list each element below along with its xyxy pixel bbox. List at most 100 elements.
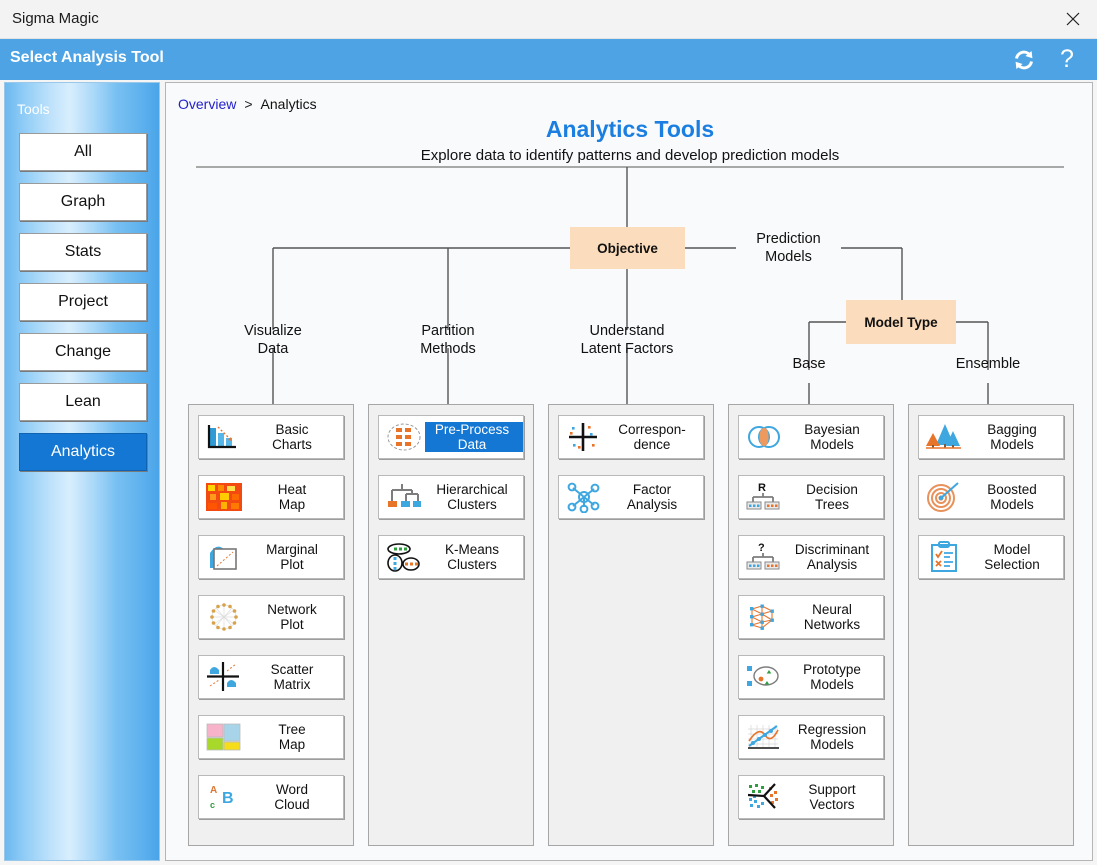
forest-icon bbox=[923, 419, 965, 455]
tool-card-bagging-models[interactable]: Bagging Models bbox=[918, 415, 1064, 459]
tool-card-model-selection[interactable]: Model Selection bbox=[918, 535, 1064, 579]
heat-map-icon bbox=[203, 479, 245, 515]
sidebar-item-analytics[interactable]: Analytics bbox=[19, 433, 147, 471]
branch-label-partition-methods: Partition Methods bbox=[420, 323, 476, 357]
branch-label-visualize-data: Visualize Data bbox=[244, 323, 302, 357]
tool-card-basic-charts[interactable]: Basic Charts bbox=[198, 415, 344, 459]
tool-card-marginal-plot[interactable]: Marginal Plot bbox=[198, 535, 344, 579]
tool-card-k-means-clusters[interactable]: K-Means Clusters bbox=[378, 535, 524, 579]
svg-text:R: R bbox=[758, 482, 766, 494]
tool-card-correspondence[interactable]: Correspon- dence bbox=[558, 415, 704, 459]
close-icon[interactable] bbox=[1049, 0, 1097, 38]
sidebar-item-label: Lean bbox=[65, 393, 101, 410]
tool-card-label: Bagging Models bbox=[987, 422, 1037, 452]
factor-graph-icon bbox=[563, 479, 605, 515]
group-panel-ensemble-models: Bagging Models Boosted Models bbox=[908, 404, 1074, 846]
tree-map-icon bbox=[203, 719, 245, 755]
branch-label-prediction-models: Prediction Models bbox=[756, 231, 821, 265]
regression-icon bbox=[743, 719, 785, 755]
tool-card-label: Model Selection bbox=[984, 542, 1040, 572]
tool-card-label: Network Plot bbox=[267, 602, 317, 632]
tool-card-label: Decision Trees bbox=[806, 482, 858, 512]
decision-tree-icon: R bbox=[743, 479, 785, 515]
group-panel-partition-methods: Pre-Process Data Hierarchical Clusters bbox=[368, 404, 534, 846]
sidebar-item-project[interactable]: Project bbox=[19, 283, 147, 321]
diagram-title: Analytics Tools bbox=[545, 116, 715, 142]
target-icon bbox=[923, 479, 965, 515]
tools-sidebar: Tools All Graph Stats Project Change Lea… bbox=[4, 82, 160, 861]
tool-card-pre-process-data[interactable]: Pre-Process Data bbox=[378, 415, 524, 459]
prototype-icon bbox=[743, 659, 785, 695]
svg-text:?: ? bbox=[758, 542, 765, 554]
tool-card-network-plot[interactable]: Network Plot bbox=[198, 595, 344, 639]
breadcrumb-separator: > bbox=[244, 96, 253, 112]
tool-card-regression-models[interactable]: Regression Models bbox=[738, 715, 884, 759]
diagram-subtitle: Explore data to identify patterns and de… bbox=[420, 147, 840, 164]
discriminant-icon: ? bbox=[743, 539, 785, 575]
tool-card-label: Neural Networks bbox=[803, 602, 861, 632]
app-header: Select Analysis Tool ? bbox=[0, 39, 1097, 80]
sidebar-item-stats[interactable]: Stats bbox=[19, 233, 147, 271]
tool-card-discriminant-analysis[interactable]: ? Discriminant Analysis bbox=[738, 535, 884, 579]
tool-card-label: Prototype Models bbox=[803, 662, 861, 692]
correspondence-icon bbox=[563, 419, 605, 455]
node-label: Objective bbox=[597, 240, 658, 256]
tool-card-label: Pre-Process Data bbox=[425, 422, 523, 452]
tool-card-label: Scatter Matrix bbox=[270, 662, 314, 692]
tool-card-label: Factor Analysis bbox=[626, 482, 678, 512]
sidebar-item-label: Stats bbox=[64, 243, 102, 260]
tool-card-factor-analysis[interactable]: Factor Analysis bbox=[558, 475, 704, 519]
branch-label-ensemble: Ensemble bbox=[955, 356, 1021, 372]
tool-card-scatter-matrix[interactable]: Scatter Matrix bbox=[198, 655, 344, 699]
tool-card-label: K-Means Clusters bbox=[444, 542, 500, 572]
breadcrumb-current: Analytics bbox=[260, 96, 317, 112]
network-plot-icon bbox=[203, 599, 245, 635]
tool-card-tree-map[interactable]: Tree Map bbox=[198, 715, 344, 759]
scatter-matrix-icon bbox=[203, 659, 245, 695]
dendrogram-icon bbox=[383, 479, 425, 515]
sidebar-item-label: Graph bbox=[60, 193, 106, 210]
tool-card-label: Hierarchical Clusters bbox=[436, 482, 508, 512]
marginal-plot-icon bbox=[203, 539, 245, 575]
tool-card-hierarchical-clusters[interactable]: Hierarchical Clusters bbox=[378, 475, 524, 519]
sidebar-item-all[interactable]: All bbox=[19, 133, 147, 171]
breadcrumb: Overview > Analytics bbox=[178, 96, 317, 112]
branch-label-understand-latent-factors: Understand Latent Factors bbox=[580, 323, 674, 357]
tool-card-label: Marginal Plot bbox=[266, 542, 318, 572]
tool-card-support-vectors[interactable]: Support Vectors bbox=[738, 775, 884, 819]
tool-card-decision-trees[interactable]: R Decision Trees bbox=[738, 475, 884, 519]
svg-text:c: c bbox=[210, 800, 215, 810]
group-panel-understand-latent-factors: Correspon- dence bbox=[548, 404, 714, 846]
neural-net-icon bbox=[743, 599, 785, 635]
sidebar-title: Tools bbox=[17, 101, 50, 117]
tool-card-label: Heat Map bbox=[277, 482, 307, 512]
tool-card-label: Bayesian Models bbox=[804, 422, 860, 452]
bar-chart-icon bbox=[203, 419, 245, 455]
refresh-icon[interactable] bbox=[1009, 47, 1039, 73]
sidebar-item-graph[interactable]: Graph bbox=[19, 183, 147, 221]
tool-card-neural-networks[interactable]: Neural Networks bbox=[738, 595, 884, 639]
page-title: Select Analysis Tool bbox=[10, 49, 164, 66]
tool-card-prototype-models[interactable]: Prototype Models bbox=[738, 655, 884, 699]
group-panel-base-models: Bayesian Models R Decision Tre bbox=[728, 404, 894, 846]
app-title: Sigma Magic bbox=[12, 10, 99, 27]
support-vector-icon bbox=[743, 779, 785, 815]
sidebar-item-label: Change bbox=[54, 343, 112, 360]
tool-card-bayesian-models[interactable]: Bayesian Models bbox=[738, 415, 884, 459]
tool-card-boosted-models[interactable]: Boosted Models bbox=[918, 475, 1064, 519]
word-cloud-icon: A B c bbox=[203, 779, 245, 815]
venn-icon bbox=[743, 419, 785, 455]
tool-card-word-cloud[interactable]: A B c Word Cloud bbox=[198, 775, 344, 819]
tool-card-label: Boosted Models bbox=[987, 482, 1037, 512]
node-label: Model Type bbox=[864, 314, 938, 330]
node-model-type: Model Type bbox=[846, 300, 956, 344]
breadcrumb-overview[interactable]: Overview bbox=[178, 96, 237, 112]
branch-label-base: Base bbox=[792, 356, 826, 372]
tool-card-label: Discriminant Analysis bbox=[794, 542, 870, 572]
sidebar-item-change[interactable]: Change bbox=[19, 333, 147, 371]
tool-card-label: Regression Models bbox=[797, 722, 867, 752]
tool-card-label: Support Vectors bbox=[808, 782, 856, 812]
help-icon[interactable]: ? bbox=[1060, 44, 1074, 73]
tool-card-heat-map[interactable]: Heat Map bbox=[198, 475, 344, 519]
sidebar-item-lean[interactable]: Lean bbox=[19, 383, 147, 421]
